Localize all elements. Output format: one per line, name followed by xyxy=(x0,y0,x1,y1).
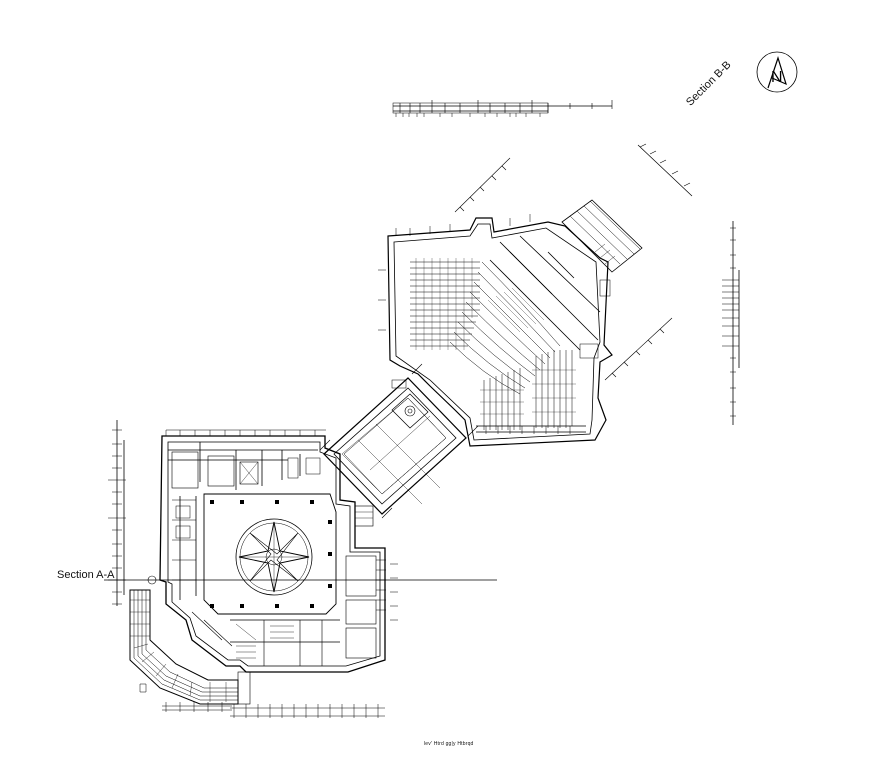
dimension-strip-left xyxy=(108,420,126,606)
scale-bar-top xyxy=(392,100,613,117)
dimension-strip-right xyxy=(722,221,740,425)
dimension-lines-diagonal xyxy=(454,157,673,381)
section-a-label: Section A-A xyxy=(57,569,115,581)
drawing-caption: lev' Htrd gg|y Htbrqd xyxy=(424,741,474,747)
north-arrow: N xyxy=(756,51,798,93)
entrance-ramp xyxy=(129,575,251,705)
section-line-b xyxy=(637,144,693,197)
link-lobby xyxy=(319,363,479,519)
auditorium-block xyxy=(378,199,643,447)
main-hall-block xyxy=(159,429,398,718)
north-arrow-letter: N xyxy=(771,69,783,86)
